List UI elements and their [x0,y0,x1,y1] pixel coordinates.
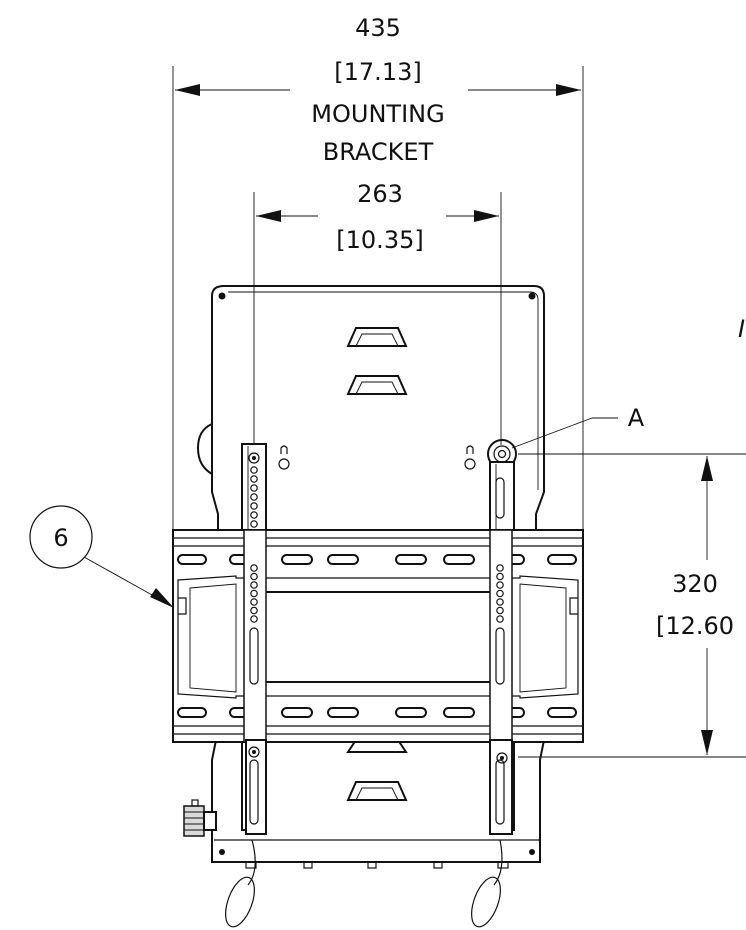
vertical-offset-dimension: 320 [12.60 [518,453,746,758]
keyhole-slot-right [464,445,476,470]
rail-hole [496,572,504,581]
cord-loop-left [225,876,255,928]
hole-spacing-value: 263 [357,180,403,208]
right-rail-holes [496,564,504,623]
edge-fragment-text: I [738,315,745,343]
item-balloon-number: 6 [53,524,68,552]
rail-hole [496,589,504,598]
hole-spacing-inch: [10.35] [336,226,423,254]
rail-hole [250,598,258,606]
lower-handle-slot [346,781,408,801]
left-rail-front [243,529,267,835]
rail-hole [250,484,258,492]
rail-hole [250,466,258,474]
safety-cord-right [493,839,503,886]
rail-hole [250,615,258,623]
rail-hole [250,589,258,598]
rail-hole [250,493,258,501]
rail-hole [496,606,504,615]
rail-hole [250,572,258,581]
vertical-offset-inch: [12.60 [656,612,734,640]
back-plate [196,285,545,531]
rail-hole [496,598,504,606]
rail-hole [250,475,258,483]
rail-hole [250,581,258,589]
detail-a-label: A [628,404,645,432]
rail-hole [250,606,258,615]
mounting-bracket [172,529,584,743]
right-rail-front [489,477,513,835]
vertical-offset-value: 320 [672,570,718,598]
overall-width-dimension: 435 [17.13] MOUNTING BRACKET [172,14,584,535]
overall-width-value: 435 [355,14,401,42]
side-knob [196,422,213,476]
hole-spacing-dimension: 263 [10.35] [253,180,502,445]
detail-a-callout: A [511,404,645,449]
handle-slot [346,375,408,395]
item-balloon: 6 [29,505,174,608]
rail-hole [250,564,258,572]
overall-width-label-line1: MOUNTING [311,100,444,128]
thumb-screw [183,799,217,837]
handle-slot [346,327,408,347]
rail-hole [496,615,504,623]
rail-hole [250,502,258,510]
overall-width-label-line2: BRACKET [323,138,434,166]
rail-hole [496,581,504,589]
rail-hole [250,520,258,528]
left-rail-holes [250,466,258,623]
overall-width-inch: [17.13] [334,58,421,86]
keyhole-slot-left [278,445,290,470]
rail-hole [250,511,258,519]
cord-loop-right [471,876,501,928]
rail-hole [496,564,504,572]
safety-cord-left [247,839,256,886]
